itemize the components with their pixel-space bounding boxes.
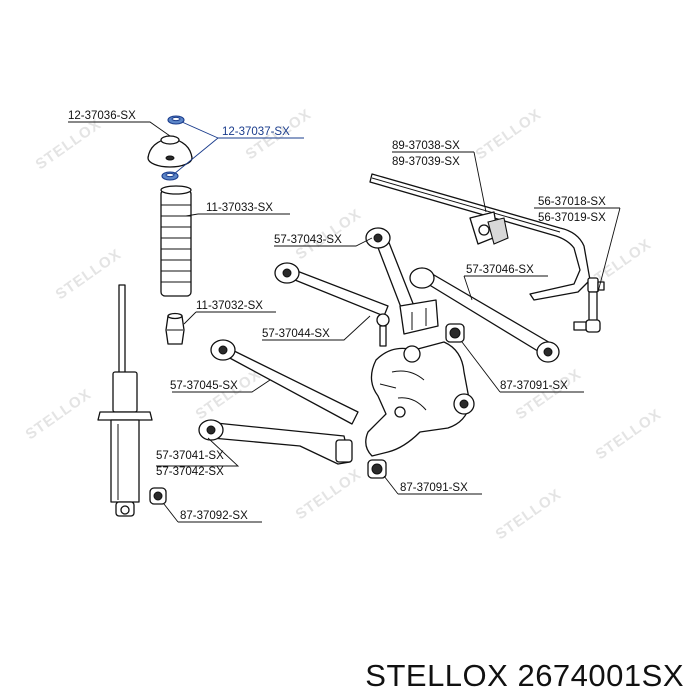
watermark: STELLOX [23, 386, 95, 444]
leader-lines [68, 121, 621, 523]
top-mount-part [147, 135, 193, 168]
watermark: STELLOX [53, 246, 125, 304]
label-arm-44: 57-37044-SX [262, 328, 330, 340]
knuckle-lower-bushing-part [367, 459, 387, 479]
upper-arm-part [365, 227, 415, 311]
toe-link-part [274, 262, 390, 347]
watermark: STELLOX [193, 366, 265, 424]
stabilizer-bar-part [369, 173, 591, 301]
footer-caption: STELLOX 2674001SX [365, 658, 684, 693]
label-arm-45: 57-37045-SX [170, 380, 238, 392]
stabilizer-bushing-part [469, 211, 509, 245]
label-arm-41: 57-37041-SX [156, 450, 224, 462]
bump-stop-part [165, 312, 185, 345]
watermark: STELLOX [293, 466, 365, 524]
label-stab-bush-1: 89-37038-SX [392, 140, 460, 152]
label-arm-42: 57-37042-SX [156, 466, 224, 478]
label-link-2: 56-37019-SX [538, 212, 606, 224]
lower-arm-part [210, 339, 359, 425]
label-boot: 11-37033-SX [206, 202, 273, 214]
bearing-part [167, 115, 185, 125]
shock-bushing-part [149, 487, 167, 505]
label-bump-stop: 11-37032-SX [196, 300, 263, 312]
label-stab-bush-2: 89-37039-SX [392, 156, 460, 168]
knuckle-bushing-part [445, 323, 465, 343]
label-bearing: 12-37037-SX [222, 126, 290, 138]
watermark: STELLOX [513, 366, 585, 424]
lower-control-arm-part [198, 419, 353, 465]
watermark: STELLOX [473, 106, 545, 164]
label-bush-92: 87-37092-SX [180, 510, 248, 522]
boot-part [160, 185, 192, 297]
watermark: STELLOX [493, 486, 565, 544]
label-bush-91-lower: 87-37091-SX [400, 482, 468, 494]
bracket-part [399, 299, 439, 335]
label-link-1: 56-37018-SX [538, 196, 606, 208]
watermark: STELLOX [593, 406, 665, 464]
knuckle-part [365, 341, 475, 457]
stabilizer-link-part [573, 277, 605, 333]
label-bush-91-upper: 87-37091-SX [500, 380, 568, 392]
watermark: STELLOX [33, 116, 105, 174]
shock-absorber-part [97, 284, 153, 517]
label-top-mount: 12-37036-SX [68, 110, 136, 122]
label-arm-43: 57-37043-SX [274, 234, 342, 246]
trailing-link-part [409, 267, 560, 363]
label-arm-46: 57-37046-SX [466, 264, 534, 276]
